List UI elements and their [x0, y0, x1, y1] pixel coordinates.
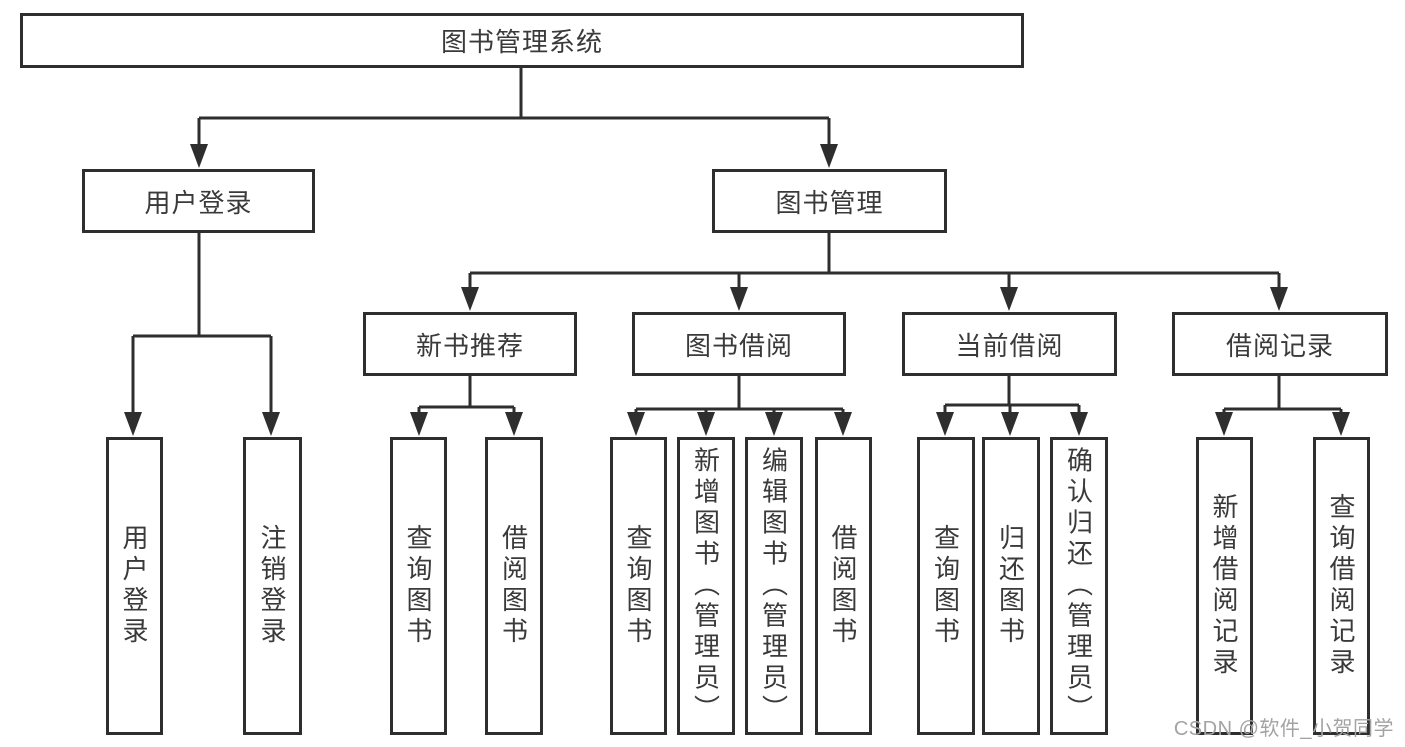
- node-book-borrowing-label: 图书借阅: [684, 330, 793, 361]
- node-user-login: 用户登录: [82, 169, 315, 233]
- node-edit-books-admin-label: 编辑图书（管理员）: [758, 446, 789, 726]
- node-query-books-recommend: 查询图书: [390, 437, 447, 735]
- arrowhead-icon: [936, 412, 954, 436]
- node-borrow-books-recommend: 借阅图书: [485, 437, 543, 735]
- node-new-book-recommend: 新书推荐: [363, 312, 577, 376]
- node-return-books-label: 归还图书: [995, 524, 1026, 648]
- node-query-borrow-record: 查询借阅记录: [1313, 437, 1370, 735]
- node-user-login-label: 用户登录: [144, 187, 253, 218]
- node-current-borrowing-label: 当前借阅: [955, 330, 1064, 361]
- node-user-login-leaf-label: 用户登录: [119, 524, 149, 648]
- node-borrow-records: 借阅记录: [1172, 312, 1388, 376]
- arrowhead-icon: [834, 412, 852, 436]
- arrowhead-icon: [820, 144, 838, 168]
- node-library-system: 图书管理系统: [20, 13, 1024, 68]
- connector-borrowing-to-leaves: [627, 376, 852, 436]
- arrowhead-icon: [1000, 287, 1018, 311]
- node-logout-label: 注销登录: [257, 524, 287, 648]
- arrowhead-icon: [124, 412, 142, 436]
- arrowhead-icon: [410, 412, 428, 436]
- node-query-books-borrowing: 查询图书: [610, 437, 667, 735]
- node-add-books-admin: 新增图书（管理员）: [677, 437, 735, 735]
- arrowhead-icon: [1001, 412, 1019, 436]
- arrowhead-icon: [505, 412, 523, 436]
- node-add-books-admin-label: 新增图书（管理员）: [690, 446, 721, 726]
- node-logout: 注销登录: [243, 437, 302, 735]
- node-query-borrow-record-label: 查询借阅记录: [1326, 493, 1356, 679]
- node-current-borrowing: 当前借阅: [902, 312, 1117, 376]
- connector-line: [943, 376, 1081, 413]
- connector-recommend-to-leaves: [410, 376, 523, 436]
- node-borrow-books-recommend-label: 借阅图书: [498, 524, 529, 648]
- arrowhead-icon: [461, 287, 479, 311]
- arrowhead-icon: [1070, 412, 1088, 436]
- node-new-book-recommend-label: 新书推荐: [415, 330, 524, 361]
- node-book-management: 图书管理: [712, 169, 947, 233]
- connector-records-to-leaves: [1215, 376, 1350, 436]
- node-query-books-current-label: 查询图书: [930, 524, 961, 648]
- arrowhead-icon: [697, 412, 715, 436]
- connector-line: [1222, 376, 1343, 413]
- node-borrow-records-label: 借阅记录: [1225, 330, 1334, 361]
- arrowhead-icon: [262, 412, 280, 436]
- node-borrow-books-borrowing-label: 借阅图书: [828, 524, 858, 648]
- connector-line: [417, 376, 516, 413]
- node-borrow-books-borrowing: 借阅图书: [815, 437, 872, 735]
- connector-line: [468, 233, 1281, 289]
- node-query-books-borrowing-label: 查询图书: [623, 524, 653, 648]
- arrowhead-icon: [1215, 412, 1233, 436]
- node-confirm-return-admin-label: 确认归还（管理员）: [1063, 446, 1094, 726]
- node-book-management-label: 图书管理: [775, 187, 884, 218]
- connector-login-to-leaves: [124, 233, 280, 436]
- node-add-borrow-record: 新增借阅记录: [1196, 437, 1253, 735]
- node-query-books-current: 查询图书: [917, 437, 975, 735]
- node-query-books-recommend-label: 查询图书: [403, 524, 433, 648]
- arrowhead-icon: [765, 412, 783, 436]
- node-book-borrowing: 图书借阅: [632, 312, 846, 376]
- connector-root-to-level1: [190, 68, 838, 168]
- connector-management-to-level2: [461, 233, 1288, 311]
- arrowhead-icon: [627, 412, 645, 436]
- node-library-system-label: 图书管理系统: [440, 27, 603, 57]
- node-edit-books-admin: 编辑图书（管理员）: [745, 437, 803, 735]
- connector-line: [197, 68, 831, 146]
- connector-line: [131, 233, 273, 413]
- node-add-borrow-record-label: 新增借阅记录: [1209, 493, 1239, 679]
- arrowhead-icon: [1332, 412, 1350, 436]
- watermark-text: CSDN @软件_小贺同学: [1173, 718, 1394, 740]
- arrowhead-icon: [190, 144, 208, 168]
- node-user-login-leaf: 用户登录: [106, 437, 163, 735]
- connector-current-to-leaves: [936, 376, 1088, 436]
- node-return-books: 归还图书: [982, 437, 1040, 735]
- arrowhead-icon: [730, 287, 748, 311]
- connector-line: [634, 376, 845, 413]
- node-confirm-return-admin: 确认归还（管理员）: [1050, 437, 1108, 735]
- arrowhead-icon: [1270, 287, 1288, 311]
